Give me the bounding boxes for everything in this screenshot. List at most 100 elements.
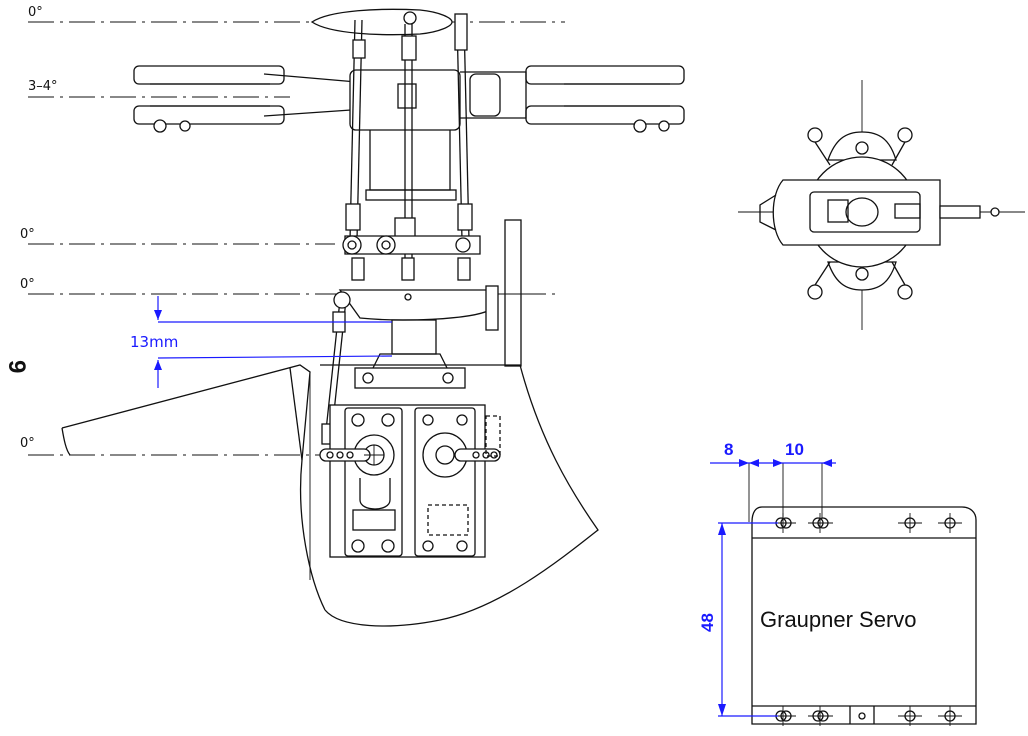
dimension-8-label: 8	[724, 440, 733, 459]
servo-right-arm	[454, 448, 501, 462]
right-grip-bolt-2	[658, 120, 670, 132]
servo-pair	[319, 404, 501, 558]
washout-ball-2-inner	[381, 240, 391, 250]
head-rod	[939, 205, 981, 219]
shaft-collar	[365, 189, 457, 201]
rod-3b	[463, 19, 470, 241]
head-shaft	[845, 197, 879, 227]
lower-ball-link-mid	[394, 217, 416, 239]
blade-angle-label: 0°	[28, 5, 43, 20]
dimension-13mm-label: 13mm	[130, 333, 178, 351]
dim48-arrow-top	[718, 523, 726, 535]
graupner-servo-plate: 8 10 48 Graupner Servo	[698, 440, 977, 726]
ball-link-top-left	[352, 39, 366, 59]
left-grip-bolt	[153, 119, 167, 133]
dim8-arrow-left	[739, 459, 749, 467]
arm-hole-1	[326, 451, 334, 459]
dim13-ext-bottom	[157, 355, 393, 359]
reference-lines	[28, 21, 565, 456]
rotor-head-side-view	[133, 8, 685, 445]
servo-left-slot	[359, 478, 391, 510]
hub-link	[397, 83, 417, 109]
dim13-top-arrowhead	[154, 310, 162, 320]
fuselage-nose	[61, 427, 71, 456]
washout-ball-1	[342, 235, 362, 255]
lower-ball-left	[807, 284, 823, 300]
washout-ball-2	[376, 235, 396, 255]
servo-left-screw-2	[381, 413, 395, 427]
top-arm-lower-ball	[855, 267, 869, 281]
fuselage	[61, 364, 599, 627]
rod-3	[456, 19, 463, 241]
right-grip-body	[564, 83, 670, 107]
mixer-angle-label: 3–4°	[28, 79, 58, 94]
servo-left	[344, 407, 403, 557]
dim10-arrow-left	[773, 459, 783, 467]
ball-link-top-mid	[401, 35, 417, 61]
servo-right-screw-2	[456, 414, 468, 426]
washout-ball-3	[455, 237, 471, 253]
shaft-housing	[369, 130, 451, 191]
arm-hole-2	[336, 451, 344, 459]
arm-hole-3	[346, 451, 354, 459]
lower-mast	[391, 319, 437, 355]
right-grip-lower	[525, 105, 685, 125]
servo-right-screw-4	[456, 540, 468, 552]
page-number: 9	[3, 360, 30, 373]
hidden-link	[485, 415, 501, 457]
dim10-arrow-right	[822, 459, 832, 467]
fuselage-front-edge	[61, 364, 326, 611]
fuselage-panel	[289, 367, 303, 461]
dimension-10-label: 10	[785, 440, 804, 459]
dimension-13mm: 13mm	[130, 296, 393, 388]
servo-right	[414, 407, 476, 557]
servo-mount-plate	[354, 367, 466, 389]
head-left-cap	[759, 194, 777, 231]
fuselage-bottom	[320, 364, 599, 627]
servo-left-screw-1	[351, 413, 365, 427]
paddle-hub	[403, 11, 417, 25]
washout-ball-1-inner	[347, 240, 357, 250]
left-grip-bolt-2	[179, 120, 191, 132]
swash-link-mid	[401, 257, 415, 281]
upper-link-lines	[814, 141, 906, 166]
swashplate-pin	[404, 293, 412, 301]
head-link-right	[894, 203, 921, 219]
pushrod-top-ball	[333, 291, 351, 309]
head-rod-tip	[990, 207, 1000, 217]
dim48-arrow-bottom	[718, 704, 726, 716]
servo-right-horn-hub	[435, 445, 455, 465]
rotor-head-top-view	[738, 80, 1025, 330]
mount-screw-2	[442, 372, 454, 384]
right-grip-upper	[525, 65, 685, 85]
servo-arm-angle-label: 0°	[20, 436, 35, 451]
swashplate	[338, 289, 491, 321]
left-grip-upper	[133, 65, 285, 85]
lower-ball-link-left	[345, 203, 361, 231]
dimension-48-label: 48	[698, 613, 717, 632]
paddle-airfoil	[310, 8, 453, 36]
upper-ball-left	[807, 127, 823, 143]
frame-plate	[504, 219, 522, 367]
servo-right-screw-1	[422, 414, 434, 426]
right-hub	[460, 71, 527, 119]
lower-ball-right	[897, 284, 913, 300]
dim8-arrow-right	[749, 459, 759, 467]
mast-bearing	[371, 353, 449, 371]
right-grip-bolt	[633, 119, 647, 133]
lower-link-lines	[814, 261, 906, 286]
head-link-left	[827, 199, 849, 223]
dim13-bottom-arrowhead	[154, 360, 162, 370]
servo-plate-label: Graupner Servo	[760, 607, 917, 632]
swash-link-left	[351, 257, 365, 281]
servo-plate-horizontal-dims: 8 10	[710, 440, 836, 522]
swash-link-right	[457, 257, 471, 281]
lower-ball-link-right	[457, 203, 473, 231]
swashplate-angle-label: 0°	[20, 277, 35, 292]
servo-plate-vertical-dim: 48	[698, 522, 778, 717]
mount-screw-1	[362, 372, 374, 384]
servo-plate-outline	[751, 506, 977, 725]
ball-link-top-right	[454, 13, 468, 51]
upper-link-angle-label: 0°	[20, 227, 35, 242]
